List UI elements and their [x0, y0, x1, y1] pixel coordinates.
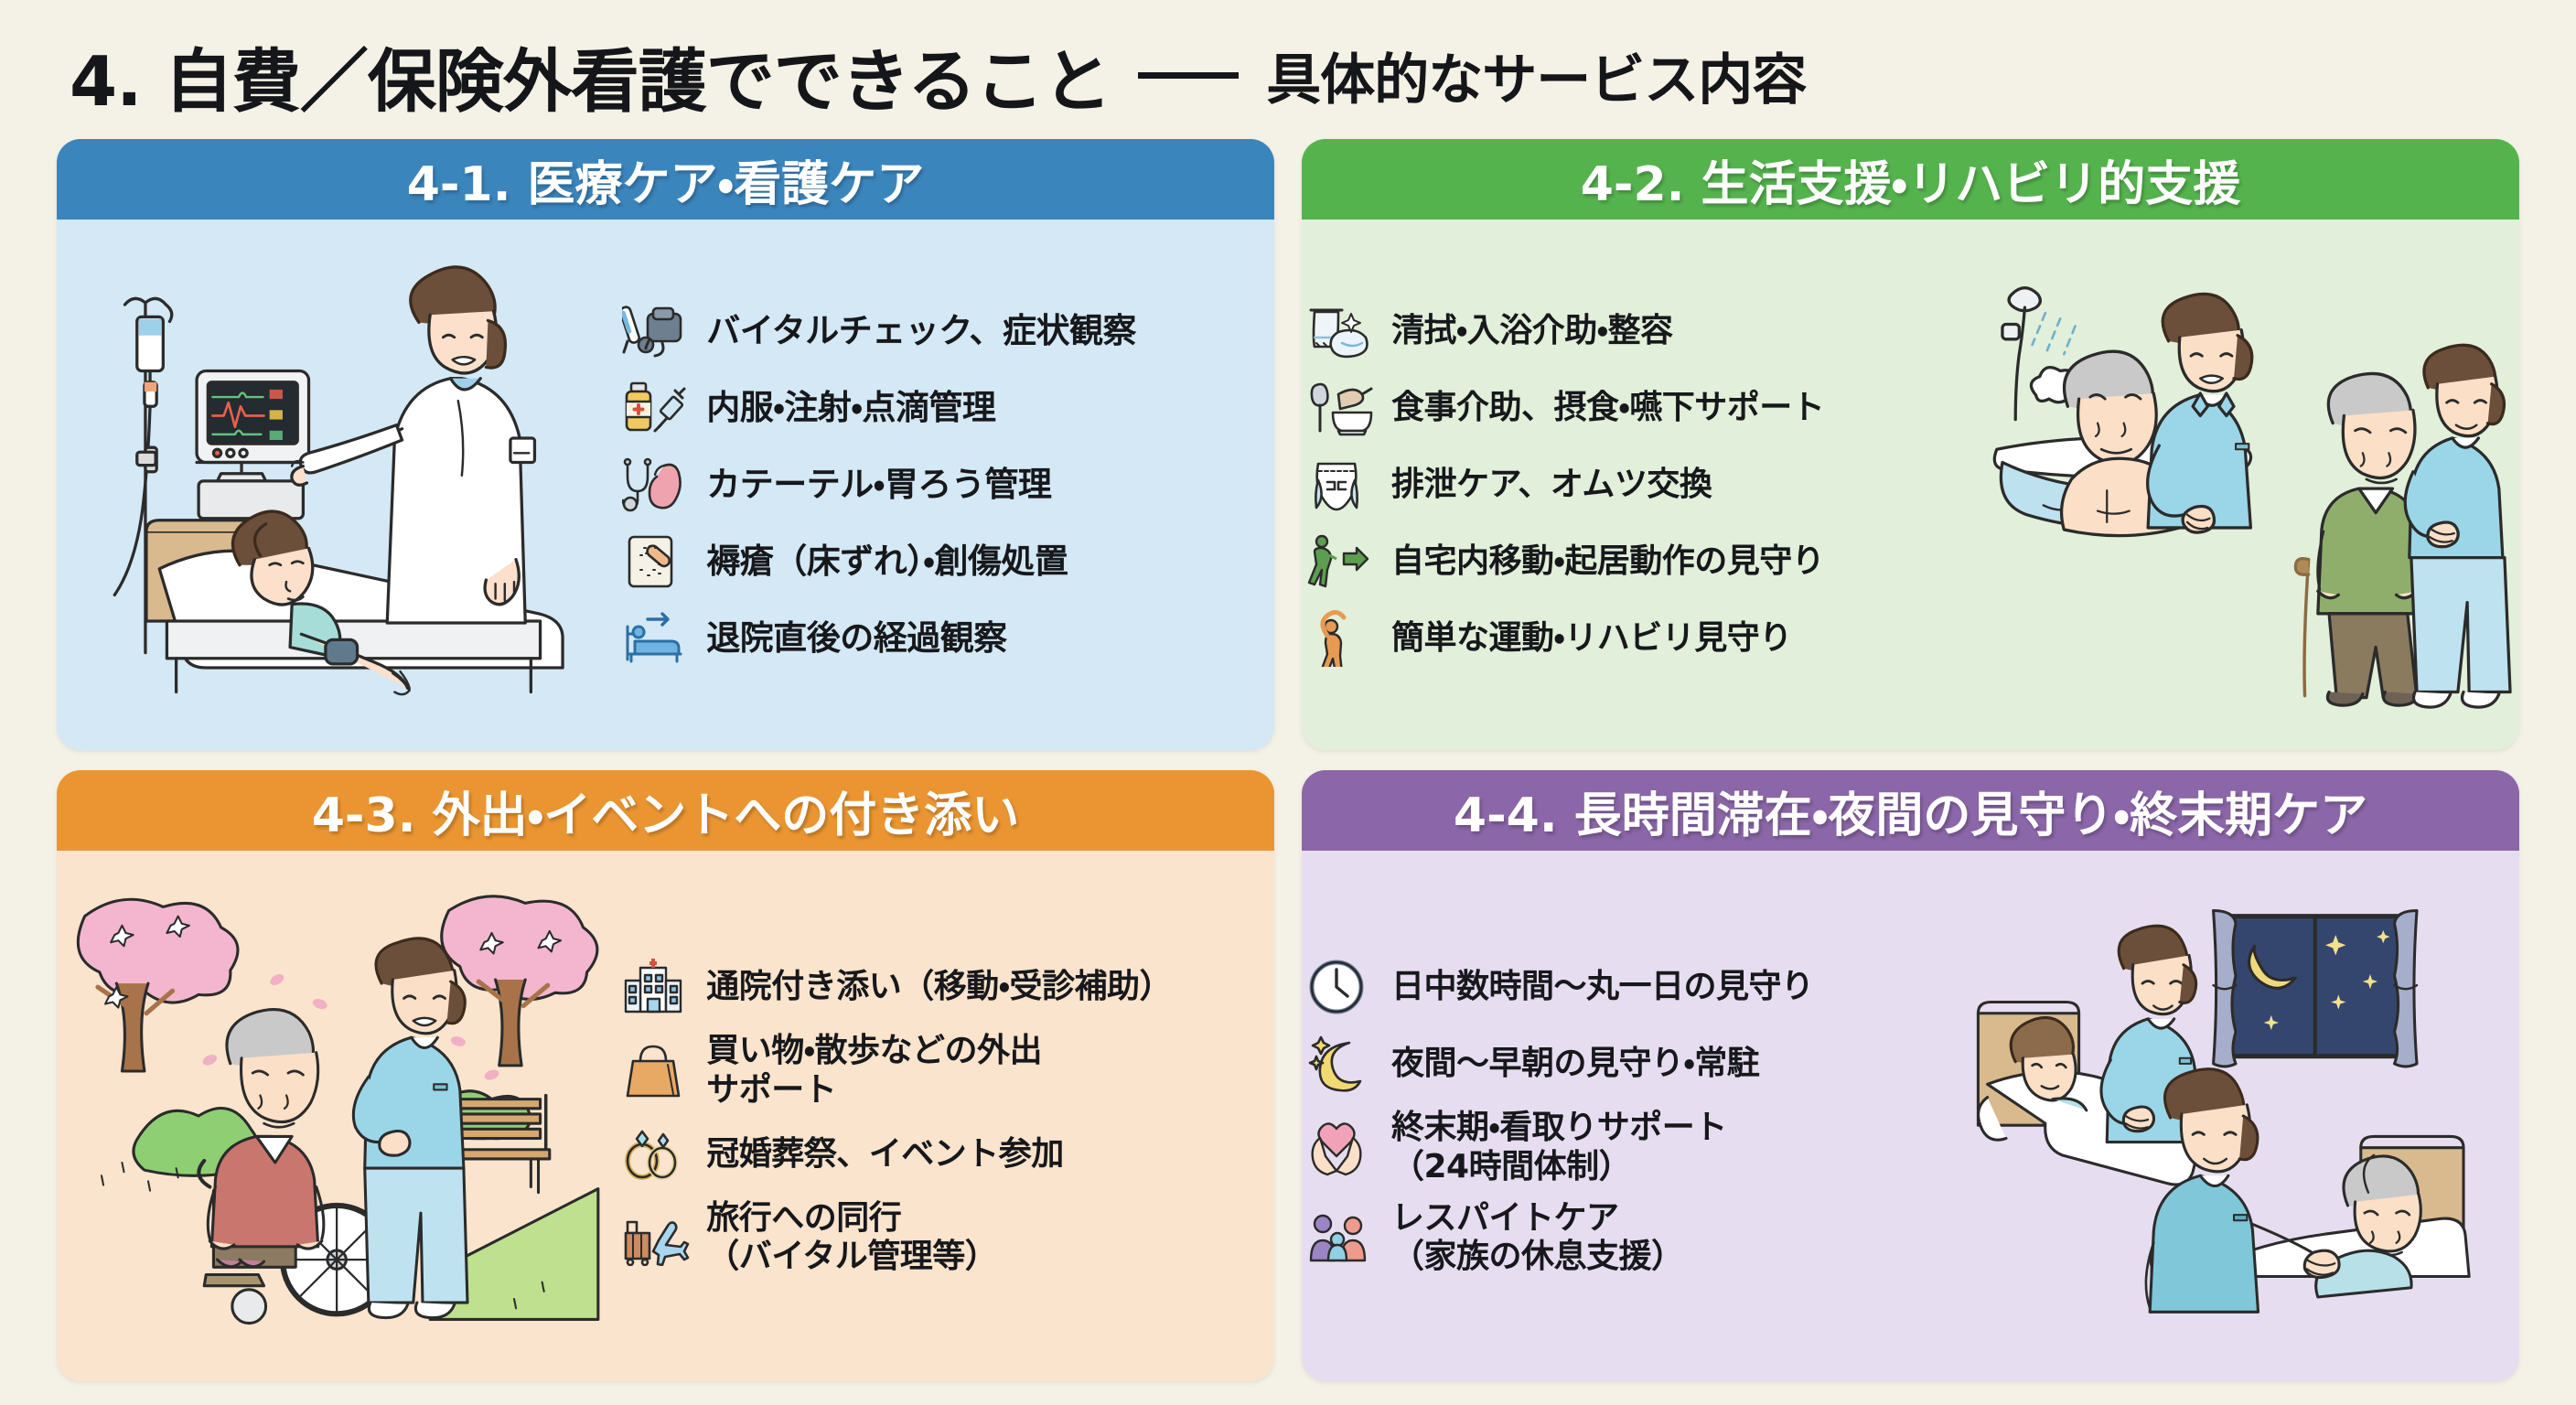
cherry-blossom-park-wheelchair-walk-scene — [57, 851, 617, 1381]
panel-4-2-header-label: 4-2. 生活支援・リハビリ的支援 — [1580, 156, 2241, 212]
list-item: 食事介助、摂食・嚥下サポート — [1305, 376, 1941, 440]
list-item: カテーテル・胃ろう管理 — [620, 453, 1256, 517]
bed-discharge-arrow-icon — [620, 606, 692, 670]
suitcase-airplane-icon — [620, 1206, 692, 1270]
list-item-label: 冠婚葬祭、イベント参加 — [706, 1134, 1064, 1173]
hands-heart-icon — [1305, 1116, 1377, 1180]
panel-4-4-body: 日中数時間〜丸一日の見守り 夜間〜早朝 — [1302, 851, 2519, 1381]
family-group-icon — [1305, 1206, 1377, 1270]
towel-basin-icon — [1305, 299, 1377, 363]
panel-4-1-header-label: 4-1. 医療ケア・看護ケア — [406, 156, 925, 212]
list-item: 自宅内移動・起居動作の見守り — [1305, 530, 1941, 594]
panel-grid: 4-1. 医療ケア・看護ケア — [57, 139, 2519, 1381]
panel-4-1-body: バイタルチェック、症状観察 — [57, 220, 1274, 750]
list-item-label: 終末期・看取りサポート （24時間体制） — [1391, 1109, 1727, 1185]
walking-person-arrow-icon — [1305, 530, 1377, 594]
panel-4-1-items: バイタルチェック、症状観察 — [617, 220, 1274, 750]
list-item: 夜間〜早朝の見守り・常駐 — [1305, 1032, 1941, 1096]
list-item-label: 自宅内移動・起居動作の見守り — [1391, 542, 1825, 580]
list-item-label: 旅行への同行 （バイタル管理等） — [706, 1199, 998, 1276]
list-item: 日中数時間〜丸一日の見守り — [1305, 955, 1941, 1019]
page-title-main: 4. 自費／保険外看護でできること — [70, 40, 1111, 122]
list-item-label: 内服・注射・点滴管理 — [706, 388, 996, 428]
list-item-label: 食事介助、摂食・嚥下サポート — [1391, 388, 1825, 426]
shopping-bag-icon — [620, 1039, 692, 1103]
panel-4-4-header: 4-4. 長時間滞在・夜間の見守り・終末期ケア — [1302, 770, 2519, 851]
list-item-label: 夜間〜早朝の見守り・常駐 — [1391, 1044, 1760, 1082]
medicine-bottle-syringe-icon — [620, 376, 692, 440]
stretching-person-icon — [1305, 606, 1377, 670]
page-title: 4. 自費／保険外看護でできること 具体的なサービス内容 — [57, 24, 2519, 126]
list-item-label: カテーテル・胃ろう管理 — [706, 465, 1052, 505]
list-item: 冠婚葬祭、イベント参加 — [620, 1122, 1256, 1186]
panel-4-2-body: 清拭・入浴介助・整容 — [1302, 220, 2519, 750]
panel-4-3-body: 通院付き添い（移動・受診補助） 買い物 — [57, 851, 1274, 1381]
list-item: 旅行への同行 （バイタル管理等） — [620, 1199, 1256, 1277]
panel-4-4: 4-4. 長時間滞在・夜間の見守り・終末期ケア — [1302, 770, 2519, 1381]
bathing-assist-and-walking-support-scene — [1959, 220, 2519, 750]
list-item: レスパイトケア （家族の休息支援） — [1305, 1199, 1941, 1277]
spoon-bowl-icon — [1305, 376, 1377, 440]
list-item: 褥瘡（床ずれ）・創傷処置 — [620, 530, 1256, 594]
panel-4-3: 4-3. 外出・イベントへの付き添い — [57, 770, 1274, 1381]
panel-4-3-header: 4-3. 外出・イベントへの付き添い — [57, 770, 1274, 851]
list-item: 簡単な運動・リハビリ見守り — [1305, 606, 1941, 670]
panel-4-2-header: 4-2. 生活支援・リハビリ的支援 — [1302, 139, 2519, 220]
panel-4-1: 4-1. 医療ケア・看護ケア — [57, 139, 1274, 750]
clock-icon — [1305, 955, 1377, 1019]
list-item-label: 日中数時間〜丸一日の見守り — [1391, 967, 1814, 1005]
list-item: 排泄ケア、オムツ交換 — [1305, 453, 1941, 517]
list-item-label: 褥瘡（床ずれ）・創傷処置 — [706, 542, 1068, 582]
list-item: 通院付き添い（移動・受診補助） — [620, 955, 1256, 1019]
panel-4-1-header: 4-1. 医療ケア・看護ケア — [57, 139, 1274, 220]
list-item-label: 買い物・散歩などの外出 サポート — [706, 1032, 1042, 1109]
crescent-moon-stars-icon — [1305, 1032, 1377, 1096]
nurse-bedside-vitals-monitor-iv-scene — [57, 220, 617, 750]
panel-4-4-items: 日中数時間〜丸一日の見守り 夜間〜早朝 — [1302, 851, 1959, 1381]
stethoscope-stomach-icon — [620, 453, 692, 517]
list-item-label: 通院付き添い（移動・受診補助） — [706, 967, 1172, 1005]
panel-4-4-header-label: 4-4. 長時間滞在・夜間の見守り・終末期ケア — [1453, 788, 2368, 843]
bandage-dressing-icon — [620, 530, 692, 594]
panel-4-3-items: 通院付き添い（移動・受診補助） 買い物 — [617, 851, 1274, 1381]
hospital-building-icon — [620, 955, 692, 1019]
list-item-label: レスパイトケア （家族の休息支援） — [1391, 1199, 1684, 1276]
panel-4-2-items: 清拭・入浴介助・整容 — [1302, 220, 1959, 750]
list-item: 清拭・入浴介助・整容 — [1305, 299, 1941, 363]
list-item: 買い物・散歩などの外出 サポート — [620, 1032, 1256, 1110]
list-item-label: 清拭・入浴介助・整容 — [1391, 311, 1673, 349]
list-item: バイタルチェック、症状観察 — [620, 299, 1256, 363]
list-item-label: バイタルチェック、症状観察 — [706, 311, 1136, 351]
night-watch-bedside-two-nurses-window-moon-scene — [1959, 851, 2519, 1381]
diaper-icon — [1305, 453, 1377, 517]
panel-4-2: 4-2. 生活支援・リハビリ的支援 — [1302, 139, 2519, 750]
thermometer-bloodpressure-icon — [620, 299, 692, 363]
list-item: 退院直後の経過観察 — [620, 606, 1256, 670]
list-item: 内服・注射・点滴管理 — [620, 376, 1256, 440]
list-item-label: 退院直後の経過観察 — [706, 618, 1007, 659]
wedding-rings-icon — [620, 1122, 692, 1186]
list-item-label: 簡単な運動・リハビリ見守り — [1391, 618, 1792, 657]
title-dash-rule — [1138, 71, 1240, 79]
panel-4-3-header-label: 4-3. 外出・イベントへの付き添い — [311, 788, 1020, 843]
page-title-subtitle: 具体的なサービス内容 — [1266, 48, 1807, 113]
list-item: 終末期・看取りサポート （24時間体制） — [1305, 1109, 1941, 1186]
list-item-label: 排泄ケア、オムツ交換 — [1391, 465, 1712, 503]
